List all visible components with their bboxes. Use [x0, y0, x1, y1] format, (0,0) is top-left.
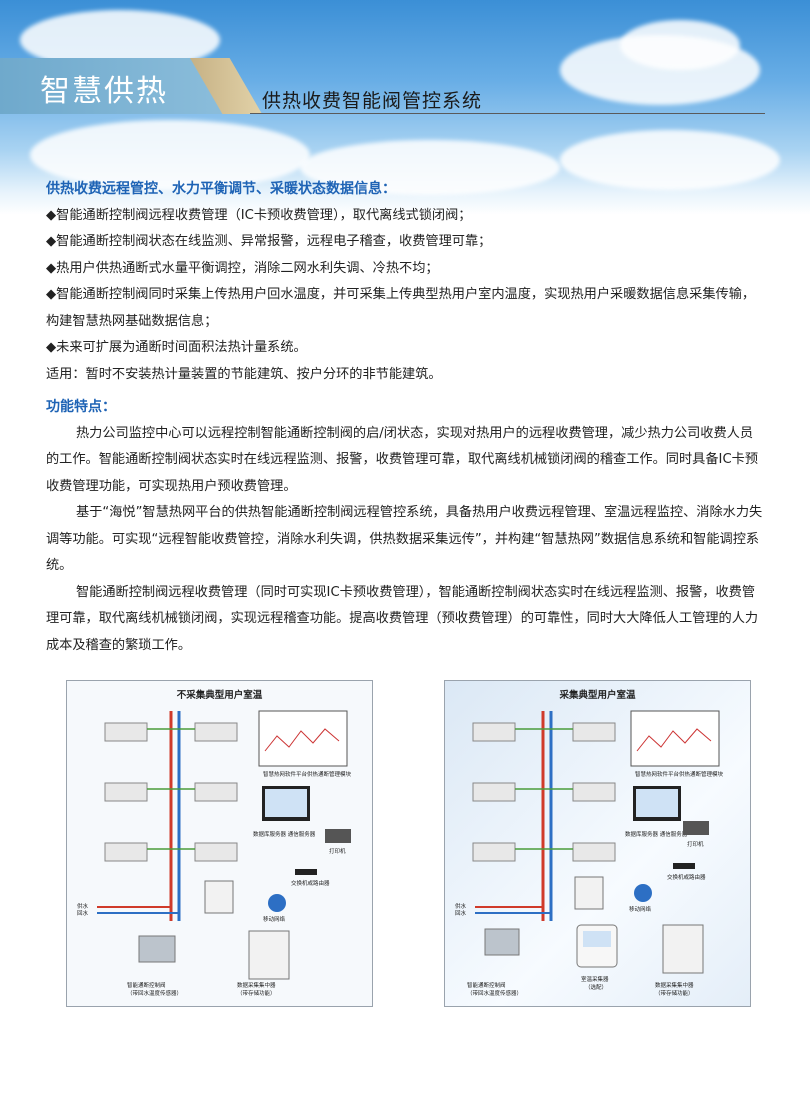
network-label: 移动网络 — [629, 905, 652, 913]
printer-label: 打印机 — [687, 840, 704, 848]
applicable-note: 适用：暂时不安装热计量装置的节能建筑、按户分环的非节能建筑。 — [46, 366, 442, 382]
feature-paragraph: 智能通断控制阀远程收费管理（同时可实现IC卡预收费管理），智能通断控制阀状态实时… — [46, 584, 759, 653]
bullet-item: ◆智能通断控制阀状态在线监测、异常报警，远程电子稽查，收费管理可靠； — [46, 234, 492, 249]
diagram-left: 不采集典型用户室温 供水 回水 智慧热网软件平台供热通断管理模块 数据库服务器 … — [66, 680, 373, 1007]
valve-note: （带回水温度传感器） — [127, 989, 182, 997]
router-label: 交换机或路由器 — [667, 873, 706, 881]
system-diagram-left: 供水 回水 智慧热网软件平台供热通断管理模块 数据库服务器 通信服务器 打印机 … — [77, 710, 352, 997]
diagram-title: 不采集典型用户室温 — [176, 690, 263, 701]
supply-label: 供水 — [455, 902, 467, 910]
supply-label: 供水 — [77, 902, 89, 910]
software-label: 智慧热网软件平台供热通断管理模块 — [263, 770, 352, 778]
return-label: 回水 — [455, 909, 467, 917]
bullet-item: ◆热用户供热通断式水量平衡调控，消除二网水利失调、冷热不均； — [46, 260, 439, 276]
page-subtitle: 供热收费智能阀管控系统 — [262, 90, 483, 112]
return-label: 回水 — [77, 909, 89, 917]
cloud — [560, 130, 780, 190]
intro-heading: 供热收费远程管控、水力平衡调节、采暖状态数据信息： — [46, 181, 396, 197]
server-label: 数据库服务器 通信服务器 — [253, 830, 316, 838]
title-underline — [250, 113, 765, 114]
valve-note: （带回水温度传感器） — [467, 989, 522, 997]
content-body: 供热收费远程管控、水力平衡调节、采暖状态数据信息： ◆智能通断控制阀远程收费管理… — [46, 176, 766, 659]
concentrator-note: （带存储功能） — [237, 989, 276, 997]
router-label: 交换机或路由器 — [291, 879, 330, 887]
concentrator-label: 数据采集集中器 — [237, 981, 276, 989]
cloud — [620, 20, 740, 70]
network-label: 移动网络 — [263, 915, 286, 923]
software-label: 智慧热网软件平台供热通断管理模块 — [635, 770, 724, 778]
server-label: 数据库服务器 通信服务器 — [625, 830, 688, 838]
features-heading: 功能特点： — [46, 399, 116, 415]
radiator-icon — [472, 722, 616, 862]
valve-label: 智能通断控制阀 — [467, 981, 506, 989]
bullet-item: ◆智能通断控制阀远程收费管理（IC卡预收费管理），取代离线式锁闭阀； — [46, 207, 472, 223]
radiator-icon — [104, 722, 238, 862]
cloud — [30, 120, 310, 190]
valve-label: 智能通断控制阀 — [127, 981, 166, 989]
diagram-right: 采集典型用户室温 供水 回水 智慧热网软件平台供热通断管理模块 数据库服务器 通… — [444, 680, 751, 1007]
brand-title: 智慧供热 — [40, 74, 168, 109]
concentrator-note: （带存储功能） — [655, 989, 694, 997]
bullet-item: ◆未来可扩展为通断时间面积法热计量系统。 — [46, 340, 307, 355]
feature-paragraph: 热力公司监控中心可以远程控制智能通断控制阀的启/闭状态，实现对热用户的远程收费管… — [46, 425, 759, 494]
concentrator-label: 数据采集集中器 — [655, 981, 694, 989]
cloud — [300, 140, 560, 195]
bullet-item: ◆智能通断控制阀同时采集上传热用户回水温度，并可采集上传典型热用户室内温度，实现… — [46, 287, 756, 329]
sky-background — [0, 0, 810, 215]
thermostat-label: 室温采集器 — [581, 975, 609, 983]
diagram-title: 采集典型用户室温 — [559, 690, 636, 701]
printer-label: 打印机 — [329, 847, 346, 855]
system-diagram-right: 供水 回水 智慧热网软件平台供热通断管理模块 数据库服务器 通信服务器 打印机 … — [455, 710, 724, 997]
feature-paragraph: 基于“海悦”智慧热网平台的供热智能通断控制阀远程管控系统，具备热用户收费远程管理… — [46, 505, 763, 573]
thermostat-note: （选配） — [585, 983, 607, 991]
